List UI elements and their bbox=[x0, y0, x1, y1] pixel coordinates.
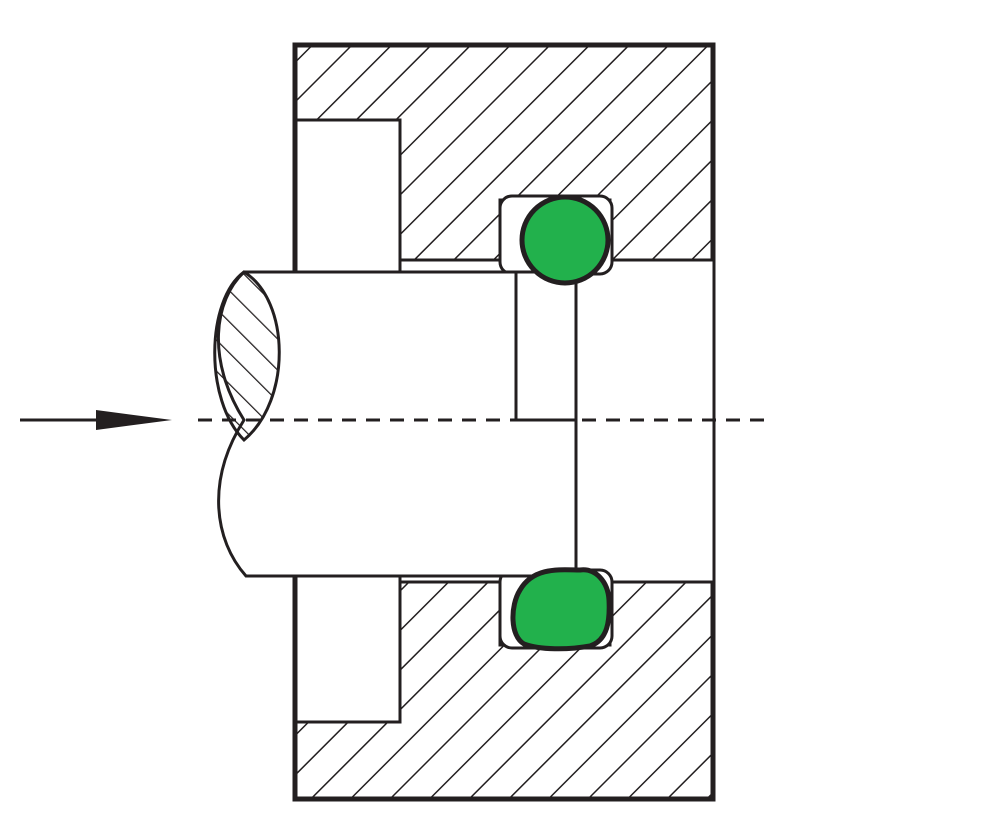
recess-top bbox=[294, 118, 402, 274]
arrow-head bbox=[96, 410, 172, 430]
o-ring-top bbox=[519, 194, 611, 286]
recess-bottom bbox=[294, 574, 402, 724]
o-ring-bottom bbox=[510, 567, 612, 652]
shaft-step bbox=[514, 270, 578, 422]
shaft-break-section bbox=[213, 270, 281, 443]
